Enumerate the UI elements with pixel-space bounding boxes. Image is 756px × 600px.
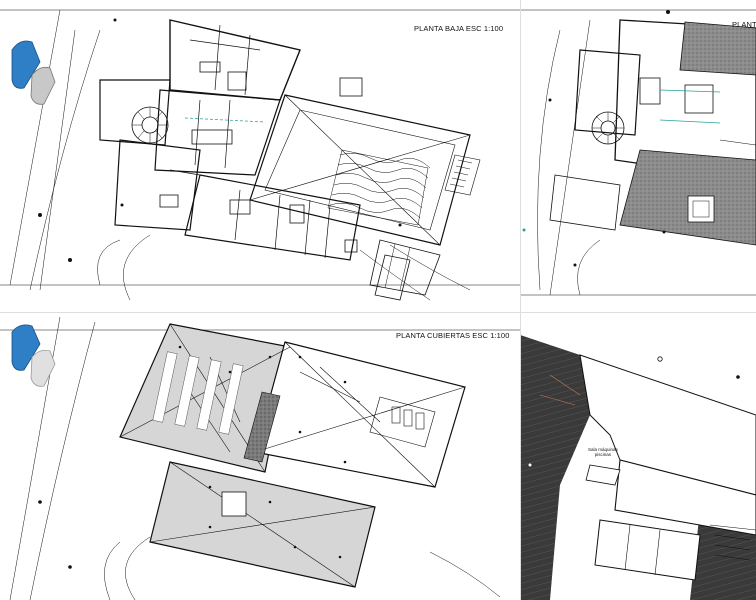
machine-room-label-line2: piscinas <box>594 452 612 457</box>
basement-plan-panel: Sala máquinas piscinas <box>520 335 756 600</box>
ground-floor-plan-panel: PLANTA BAJA ESC 1:100 <box>0 0 520 312</box>
roof-plan-drawing <box>0 316 520 600</box>
machine-room-label-line1: Sala máquinas <box>588 447 618 452</box>
horizontal-divider <box>0 312 756 313</box>
machine-room-label: Sala máquinas piscinas <box>588 447 618 457</box>
upper-floor-plan-title: PLANTA <box>732 20 756 29</box>
vertical-divider <box>520 0 521 600</box>
upper-floor-plan-panel: PLANTA <box>520 0 756 312</box>
roof-plan-title: PLANTA CUBIERTAS ESC 1:100 <box>396 331 510 340</box>
basement-plan-drawing <box>520 335 756 600</box>
upper-floor-plan-drawing <box>520 9 756 296</box>
roof-plan-panel: PLANTA CUBIERTAS ESC 1:100 <box>0 312 520 600</box>
ground-floor-plan-title: PLANTA BAJA ESC 1:100 <box>414 24 504 33</box>
car-icon <box>11 40 56 105</box>
ground-floor-plan-drawing <box>0 9 520 301</box>
